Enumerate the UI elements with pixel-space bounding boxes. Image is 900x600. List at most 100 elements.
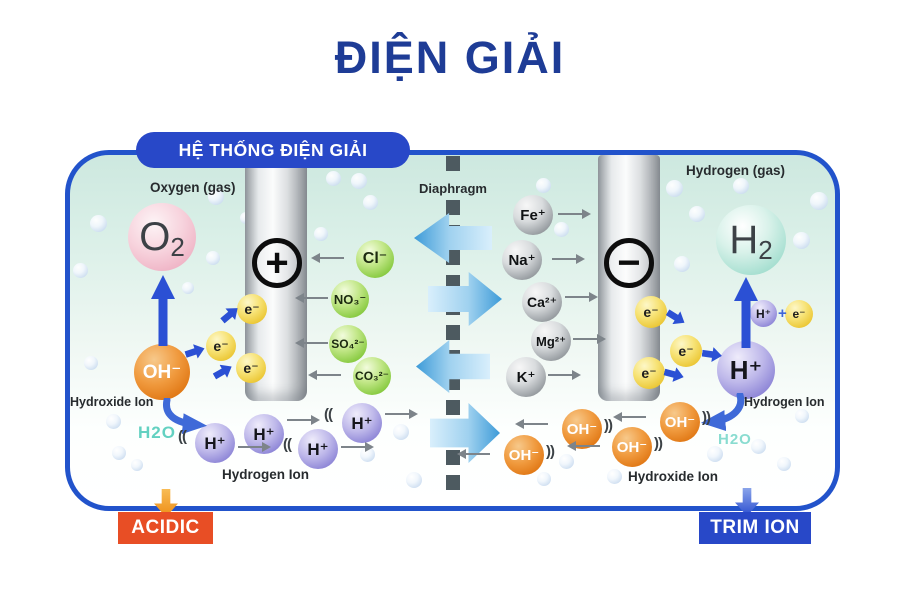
cation-magnesium: Mg²⁺ <box>531 321 571 361</box>
acidic-badge: ACIDIC <box>118 512 213 544</box>
electron-symbol: e⁻ <box>243 360 259 376</box>
water-label-left: H2O <box>138 423 176 442</box>
vibration-mark: (( <box>178 428 187 445</box>
ion-motion-arrow <box>613 412 646 422</box>
electron: e⁻ <box>206 331 236 361</box>
anion-symbol: NO₃⁻ <box>333 291 367 307</box>
cation-symbol: Fe⁺ <box>520 206 546 224</box>
cation-symbol: Mg²⁺ <box>536 333 566 349</box>
hydroxide-ion: OH⁻ <box>134 344 190 400</box>
vibration-mark: )) <box>654 435 663 452</box>
cation-symbol: Ca²⁺ <box>527 294 557 310</box>
bubble <box>326 171 341 186</box>
cation-calcium: Ca²⁺ <box>522 282 562 322</box>
bubble <box>810 192 828 210</box>
anion-symbol: CO₃²⁻ <box>355 369 389 383</box>
electron-symbol: e⁻ <box>213 338 229 354</box>
o2-base: O <box>139 215 171 259</box>
hydroxide-ion-label-right: Hydroxide Ion <box>628 469 719 484</box>
bubble <box>689 206 705 222</box>
vibration-mark: )) <box>604 417 613 434</box>
electron-symbol: e⁻ <box>643 304 659 320</box>
anion-motion-arrow <box>308 370 341 380</box>
cation-motion-arrow <box>558 209 591 219</box>
bubble <box>536 178 551 193</box>
cation-symbol: Na⁺ <box>508 251 536 269</box>
anion-symbol: SO₄²⁻ <box>331 337 365 351</box>
electron-symbol: e⁻ <box>678 343 694 359</box>
cation-motion-arrow <box>548 370 581 380</box>
bubble <box>707 446 723 462</box>
hydroxide-ion: OH⁻ <box>612 427 652 467</box>
anion-symbol: Cl⁻ <box>362 250 388 267</box>
ion-motion-arrow <box>457 449 490 459</box>
anion-nitrate: NO₃⁻ <box>331 280 369 318</box>
bubble <box>208 189 224 205</box>
hydrogen-ion: H⁺ <box>298 429 338 469</box>
hydrogen-ion-large: H⁺ <box>717 341 775 399</box>
cation-symbol: K⁺ <box>516 368 536 386</box>
electron-symbol: e⁻ <box>641 365 657 381</box>
system-badge: HỆ THỐNG ĐIỆN GIẢI <box>136 132 410 168</box>
hydrogen-ion-label-right: Hydrogen Ion <box>744 395 825 409</box>
hydroxide-symbol: OH⁻ <box>616 438 648 456</box>
ion-motion-arrow <box>238 442 271 452</box>
cation-motion-arrow <box>552 254 585 264</box>
vibration-mark: (( <box>324 406 333 423</box>
hydrogen-symbol: H⁺ <box>253 424 275 444</box>
o2-subscript: 2 <box>170 232 185 262</box>
hydrogen-symbol: H⁺ <box>351 413 373 433</box>
bubble <box>131 459 143 471</box>
h2-base: H <box>729 218 759 262</box>
hydrogen-symbol: H⁺ <box>729 355 763 385</box>
diaphragm-label: Diaphragm <box>419 181 487 196</box>
ion-motion-arrow <box>341 442 374 452</box>
anion-motion-arrow <box>295 293 328 303</box>
bubble <box>90 215 107 232</box>
bubble <box>406 472 422 488</box>
minus-symbol: − <box>617 241 641 285</box>
hydrogen-gas-label: Hydrogen (gas) <box>686 163 786 178</box>
h2-up-arrow <box>734 277 758 348</box>
anion-carbonate: CO₃²⁻ <box>353 357 391 395</box>
h-to-oh-curved-arrow <box>700 393 745 432</box>
hydroxide-ion: OH⁻ <box>660 402 700 442</box>
diaphragm-dash-top <box>446 156 460 172</box>
hydroxide-symbol: OH⁻ <box>142 361 182 383</box>
anion-motion-arrow <box>311 253 344 263</box>
electron: e⁻ <box>237 294 267 324</box>
cation-motion-arrow <box>565 292 598 302</box>
h2-subscript: 2 <box>758 235 773 265</box>
page-title: ĐIỆN GIẢI <box>334 32 566 83</box>
ion-motion-arrow <box>567 441 600 451</box>
electron: e⁻ <box>236 353 266 383</box>
electron: e⁻ <box>633 357 665 389</box>
bubble <box>733 178 749 194</box>
hydrogen-ion-label-left: Hydrogen Ion <box>222 467 309 482</box>
plus-sign: + <box>778 305 787 322</box>
anion-sulfate: SO₄²⁻ <box>329 325 367 363</box>
ion-motion-arrow <box>515 419 548 429</box>
bubble <box>314 227 328 241</box>
cation-iron: Fe⁺ <box>513 195 553 235</box>
hydroxide-symbol: OH⁻ <box>566 420 598 438</box>
ion-motion-arrow <box>385 409 418 419</box>
hydrogen-ion: H⁺ <box>342 403 382 443</box>
electron: e⁻ <box>785 300 813 328</box>
trim-ion-badge: TRIM ION <box>699 512 811 544</box>
hydroxide-symbol: OH⁻ <box>664 413 696 431</box>
anion-motion-arrow <box>295 338 328 348</box>
bubble <box>393 424 409 440</box>
hydroxide-ion: OH⁻ <box>504 435 544 475</box>
plus-symbol: + <box>265 241 289 285</box>
bubble <box>751 439 766 454</box>
cation-motion-arrow <box>573 334 606 344</box>
hydrogen-symbol: H⁺ <box>756 306 771 321</box>
hydrogen-ion-small: H⁺ <box>750 300 777 327</box>
electron: e⁻ <box>635 296 667 328</box>
bubble <box>559 454 574 469</box>
anode-plus-sign: + <box>252 238 302 288</box>
hydrogen-symbol: H⁺ <box>204 433 226 453</box>
